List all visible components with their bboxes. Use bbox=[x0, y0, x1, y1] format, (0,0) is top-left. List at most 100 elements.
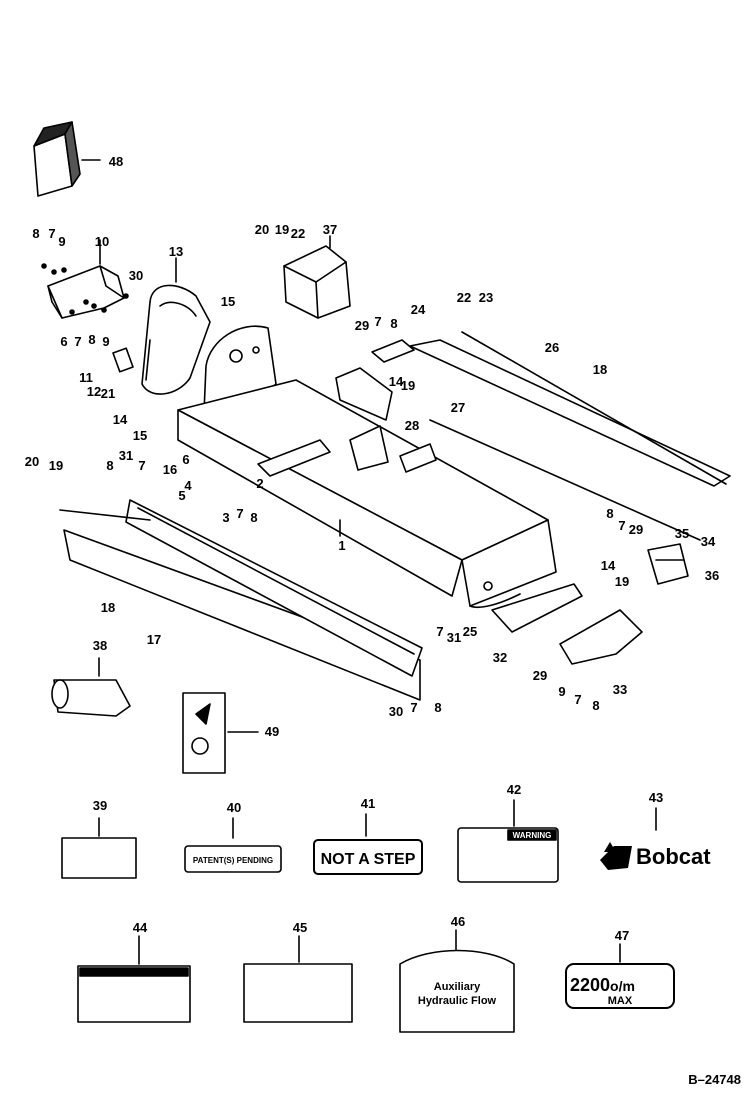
decal-39 bbox=[61, 837, 137, 879]
callout-22: 22 bbox=[457, 290, 471, 305]
small-bracket-right bbox=[647, 543, 689, 585]
callout-48: 48 bbox=[109, 154, 123, 169]
callout-8: 8 bbox=[250, 510, 257, 525]
warning-text: WARNING bbox=[513, 831, 552, 840]
small-bracket bbox=[112, 347, 134, 373]
left-side-guard bbox=[47, 239, 125, 319]
callout-13: 13 bbox=[169, 244, 183, 259]
callout-7: 7 bbox=[74, 334, 81, 349]
callout-6: 6 bbox=[182, 452, 189, 467]
callout-1: 1 bbox=[338, 538, 345, 553]
callout-8: 8 bbox=[390, 316, 397, 331]
aux-line2: Hydraulic Flow bbox=[418, 995, 497, 1007]
callout-19: 19 bbox=[401, 378, 415, 393]
upper-bracket bbox=[335, 339, 415, 421]
callout-6: 6 bbox=[60, 334, 67, 349]
bobcat-logo-icon bbox=[600, 842, 632, 870]
hitch-bracket bbox=[257, 425, 437, 477]
callout-29: 29 bbox=[355, 318, 369, 333]
callout-23: 23 bbox=[479, 290, 493, 305]
callout-8: 8 bbox=[592, 698, 599, 713]
callout-20: 20 bbox=[25, 454, 39, 469]
callout-8: 8 bbox=[32, 226, 39, 241]
decal-42-warning bbox=[457, 827, 559, 883]
callout-22: 22 bbox=[291, 226, 305, 241]
decal-47-rpm bbox=[565, 963, 675, 1009]
callout-14: 14 bbox=[389, 374, 404, 389]
callout-19: 19 bbox=[615, 574, 629, 589]
callout-7: 7 bbox=[410, 700, 417, 715]
callout-7: 7 bbox=[138, 458, 145, 473]
callout-18: 18 bbox=[101, 600, 115, 615]
decal-45 bbox=[243, 963, 353, 1023]
callout-7: 7 bbox=[618, 518, 625, 533]
decal-46-aux-flow bbox=[399, 949, 515, 1033]
rpm-value: 2200o/m bbox=[570, 975, 635, 995]
callout-9: 9 bbox=[58, 234, 65, 249]
callout-19: 19 bbox=[275, 222, 289, 237]
callout-26: 26 bbox=[545, 340, 559, 355]
callout-36: 36 bbox=[705, 568, 719, 583]
hood-cover bbox=[283, 235, 351, 319]
callout-27: 27 bbox=[451, 400, 465, 415]
skid-plate-33 bbox=[559, 609, 643, 665]
tool-bag bbox=[51, 657, 131, 717]
callout-10: 10 bbox=[95, 234, 109, 249]
callout-45: 45 bbox=[293, 920, 307, 935]
callout-16: 16 bbox=[163, 462, 177, 477]
manual-box bbox=[33, 121, 101, 197]
callout-18: 18 bbox=[593, 362, 607, 377]
callout-47: 47 bbox=[615, 928, 629, 943]
callout-32: 32 bbox=[493, 650, 507, 665]
callout-3: 3 bbox=[222, 510, 229, 525]
decal-40-patent bbox=[184, 845, 282, 873]
callout-8: 8 bbox=[606, 506, 613, 521]
callout-15: 15 bbox=[133, 428, 147, 443]
belt-cover bbox=[141, 257, 211, 395]
callout-7: 7 bbox=[574, 692, 581, 707]
callout-9: 9 bbox=[558, 684, 565, 699]
callout-14: 14 bbox=[113, 412, 128, 427]
callout-37: 37 bbox=[323, 222, 337, 237]
callout-43: 43 bbox=[649, 790, 663, 805]
callout-25: 25 bbox=[463, 624, 477, 639]
callout-42: 42 bbox=[507, 782, 521, 797]
not-a-step-text: NOT A STEP bbox=[321, 851, 416, 868]
callout-12: 12 bbox=[87, 384, 101, 399]
rpm-max: MAX bbox=[608, 995, 633, 1007]
callout-15: 15 bbox=[221, 294, 235, 309]
skid-plate-32 bbox=[491, 583, 583, 633]
callout-8: 8 bbox=[88, 332, 95, 347]
callout-17: 17 bbox=[147, 632, 161, 647]
callout-24: 24 bbox=[411, 302, 426, 317]
callout-31: 31 bbox=[447, 630, 461, 645]
callout-38: 38 bbox=[93, 638, 107, 653]
callout-7: 7 bbox=[436, 624, 443, 639]
patent-pending-text: PATENT(S) PENDING bbox=[193, 856, 273, 865]
callout-30: 30 bbox=[389, 704, 403, 719]
callout-28: 28 bbox=[405, 418, 419, 433]
callout-9: 9 bbox=[102, 334, 109, 349]
callout-31: 31 bbox=[119, 448, 133, 463]
right-strip bbox=[409, 331, 731, 541]
main-frame bbox=[177, 379, 557, 609]
bobcat-text: Bobcat bbox=[636, 844, 711, 869]
callout-35: 35 bbox=[675, 526, 689, 541]
callout-46: 46 bbox=[451, 914, 465, 929]
callout-4: 4 bbox=[184, 478, 192, 493]
callout-29: 29 bbox=[629, 522, 643, 537]
callout-21: 21 bbox=[101, 386, 115, 401]
callout-8: 8 bbox=[106, 458, 113, 473]
hardware-top-left bbox=[41, 263, 129, 315]
callout-29: 29 bbox=[533, 668, 547, 683]
callout-41: 41 bbox=[361, 796, 375, 811]
callout-44: 44 bbox=[133, 920, 148, 935]
callout-40: 40 bbox=[227, 800, 241, 815]
callout-39: 39 bbox=[93, 798, 107, 813]
callout-19: 19 bbox=[49, 458, 63, 473]
callout-33: 33 bbox=[613, 682, 627, 697]
callout-5: 5 bbox=[178, 488, 185, 503]
callout-30: 30 bbox=[129, 268, 143, 283]
callout-14: 14 bbox=[601, 558, 616, 573]
